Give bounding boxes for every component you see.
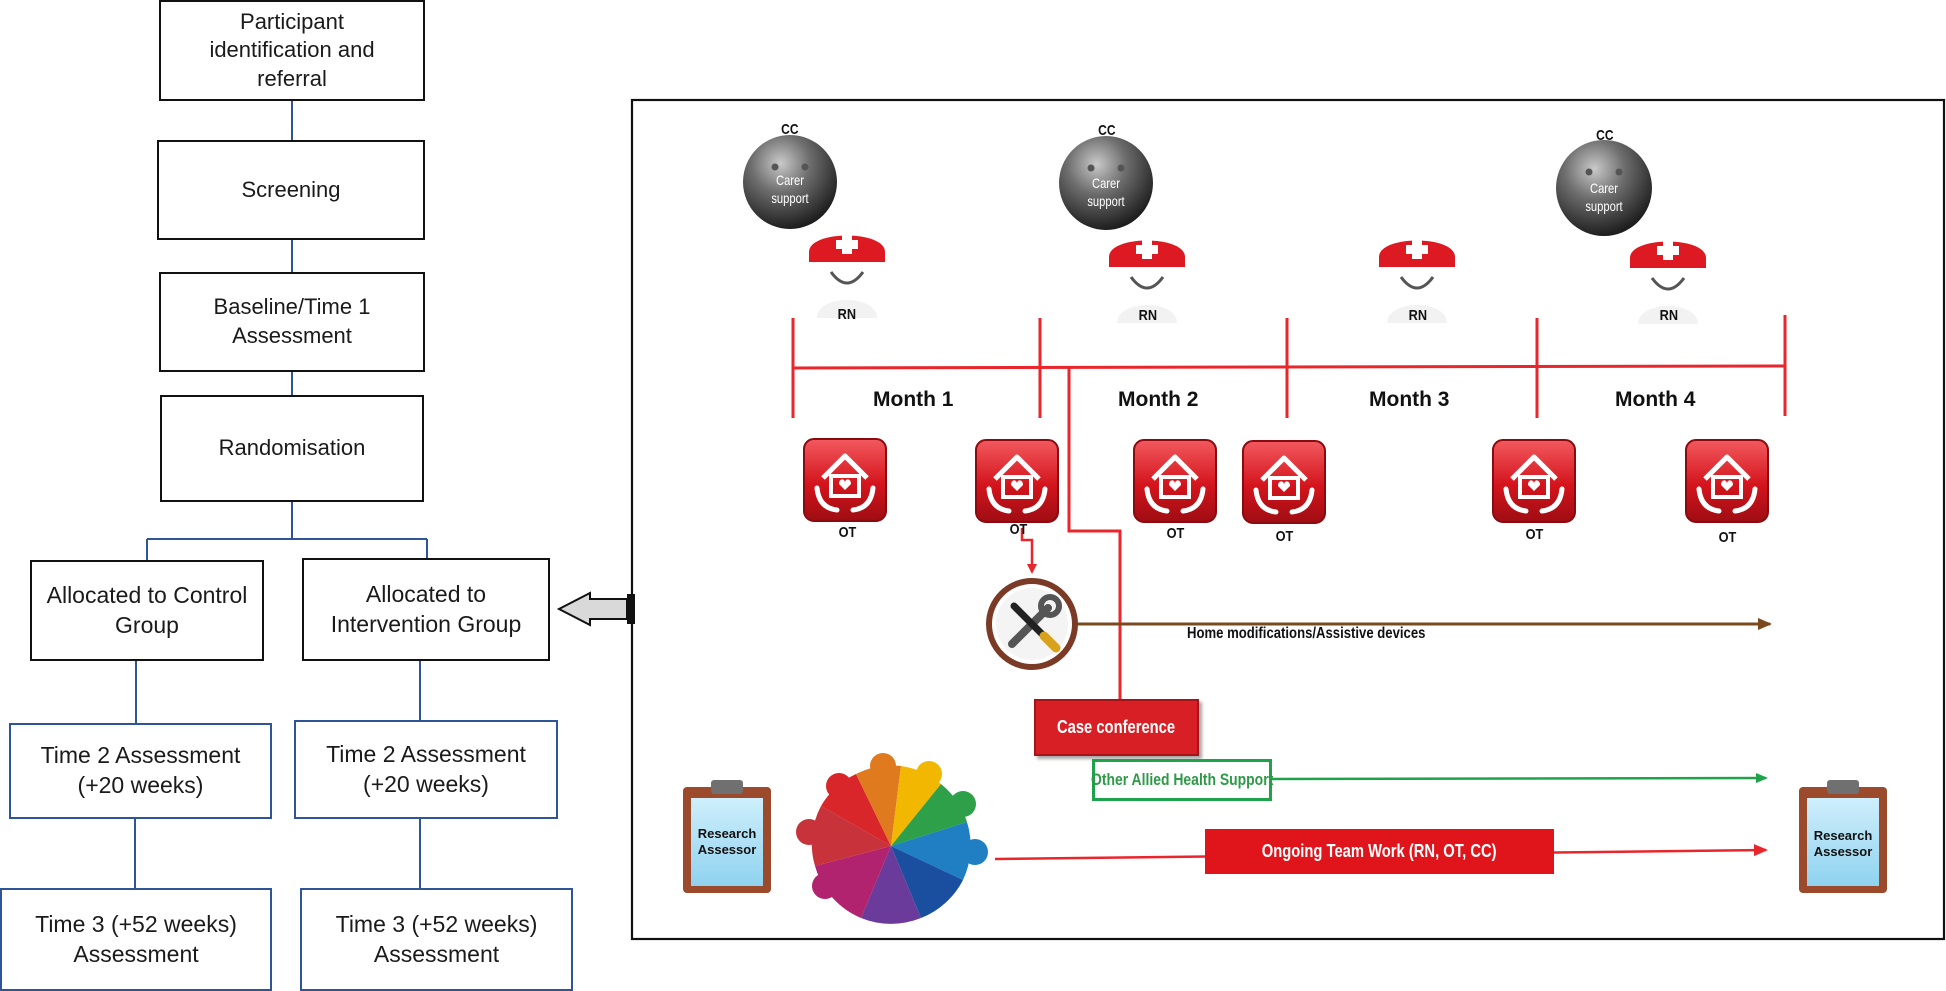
intervention-time3-label: Time 3 (+52 weeks) Assessment [335,910,538,967]
control-time2-box: Time 2 Assessment (+20 weeks) [9,723,272,819]
case-conference-label: Case conference [1057,717,1176,737]
clipboard-icon [1799,780,1887,893]
intervention-time2-label: Time 2 Assessment (+20 weeks) [326,740,526,797]
rn-label: RN [1659,307,1679,324]
rn-label: RN [1408,307,1428,324]
control-group-box: Allocated to Control Group [30,560,264,661]
month-1-label: Month 1 [873,388,954,411]
screening-box: Screening [157,140,425,240]
research-assessor-label: Research Assessor [697,826,757,858]
intervention-time3-box: Time 3 (+52 weeks) Assessment [300,888,573,991]
ongoing-team-label: Ongoing Team Work (RN, OT, CC) [1262,841,1497,861]
ot-label: OT [1525,526,1544,543]
intervention-pointer-arrow [556,591,635,627]
tools-icon [986,578,1078,670]
month-timeline [791,315,1787,418]
baseline-assessment-label: Baseline/Time 1 Assessment [213,294,371,348]
control-time3-box: Time 3 (+52 weeks) Assessment [0,888,272,991]
cc-label: CC [1098,122,1116,139]
intervention-group-box: Allocated to Intervention Group [302,558,550,661]
screening-label: Screening [241,176,341,202]
carer-support-label: Carer support [1585,180,1623,214]
allied-health-arrow [1269,773,1768,784]
month-2-label: Month 2 [1118,388,1199,411]
month-3-label: Month 3 [1369,388,1450,411]
ot-label: OT [1275,528,1294,545]
cc-label: CC [781,121,799,138]
case-conference-connector [1067,367,1122,699]
control-time3-label: Time 3 (+52 weeks) Assessment [35,910,237,967]
nurse-icon [1109,239,1185,323]
randomisation-box: Randomisation [160,395,424,502]
flowchart-connectors [134,101,428,888]
home-modifications-label: Home modifications/Assistive devices [1187,625,1426,642]
baseline-assessment-box: Baseline/Time 1 Assessment [159,272,425,372]
participant-identification-box: Participant identification and referral [159,0,425,101]
cc-label: CC [1596,127,1614,144]
carer-support-icon [1556,140,1652,236]
intervention-group-label: Allocated to Intervention Group [330,580,522,637]
research-assessor-label: Research Assessor [1813,828,1873,860]
home-care-icon [1242,440,1326,524]
rn-label: RN [1138,307,1158,324]
ot-label: OT [1166,525,1185,542]
allied-health-box: Other Allied Health Support [1090,759,1274,801]
month-4-label: Month 4 [1615,388,1696,411]
ongoing-team-box: Ongoing Team Work (RN, OT, CC) [1205,829,1554,874]
nurse-icon [1630,240,1706,324]
carer-support-icon [743,135,837,229]
home-care-icon [1492,439,1576,523]
carer-support-label: Carer support [771,172,809,206]
carer-support-icon [1059,136,1153,230]
home-care-icon [1133,439,1217,523]
ot-to-tools-arrow [1020,528,1037,574]
control-group-label: Allocated to Control Group [46,581,248,638]
intervention-panel [630,98,1946,941]
home-care-icon [803,438,887,522]
clipboard-icon [683,780,771,893]
team-icon [796,753,988,924]
carer-support-label: Carer support [1087,175,1125,209]
nurse-icon [809,234,885,318]
ot-label: OT [1009,521,1028,538]
case-conference-box: Case conference [1034,699,1199,756]
rn-label: RN [837,306,857,323]
ot-label: OT [838,524,857,541]
ot-label: OT [1718,529,1737,546]
control-time2-label: Time 2 Assessment (+20 weeks) [40,742,241,798]
allied-health-label: Other Allied Health Support [1090,770,1274,789]
home-care-icon [1685,439,1769,523]
intervention-time2-box: Time 2 Assessment (+20 weeks) [294,720,558,819]
nurse-icon [1379,239,1455,323]
randomisation-label: Randomisation [218,435,366,461]
participant-identification-label: Participant identification and referral [209,8,375,91]
home-care-icon [975,439,1059,523]
